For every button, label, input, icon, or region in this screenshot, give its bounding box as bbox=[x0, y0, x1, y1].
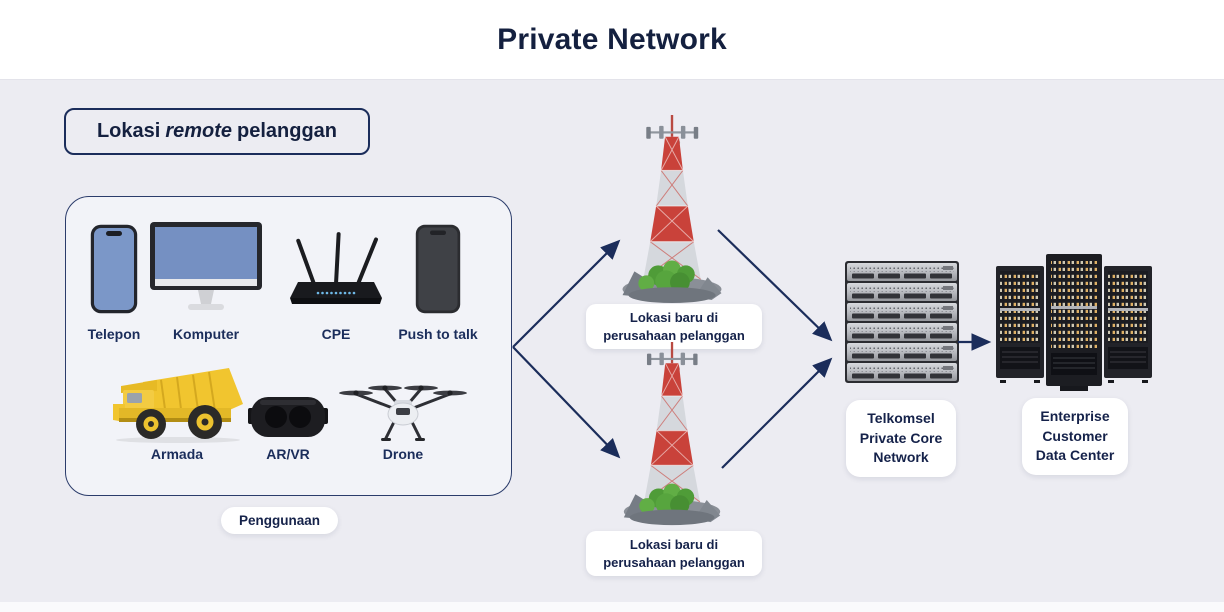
left-cabinet bbox=[996, 266, 1044, 383]
smartphone-icon bbox=[90, 224, 138, 314]
legend-suffix: pelanggan bbox=[237, 120, 338, 142]
server-rack-icon bbox=[845, 261, 959, 383]
device-label-drone: Drone bbox=[382, 446, 424, 462]
desktop-monitor-icon bbox=[150, 222, 262, 310]
device-label-arvr: AR/VR bbox=[266, 446, 310, 462]
cell-tower-icon bbox=[622, 115, 722, 304]
usage-caption-pill: Penggunaan bbox=[221, 507, 339, 534]
footer-strip bbox=[0, 602, 1224, 612]
page-title: Private Network bbox=[497, 22, 727, 56]
right-cabinet bbox=[1104, 266, 1152, 383]
center-cabinet bbox=[1046, 254, 1102, 391]
dump-truck-icon bbox=[113, 368, 243, 443]
wifi-router-icon bbox=[290, 232, 382, 304]
vr-headset-icon bbox=[248, 397, 328, 437]
device-label-push-to-talk: Push to talk bbox=[398, 326, 478, 342]
cell-tower-icon bbox=[623, 342, 721, 526]
drone-icon bbox=[339, 385, 467, 441]
device-label-komputer: Komputer bbox=[172, 326, 240, 342]
site-label-2: Lokasi baru di perusahaan pelanggan bbox=[586, 531, 762, 577]
core-network-label: Telkomsel Private Core Network bbox=[846, 400, 956, 477]
device-label-cpe: CPE bbox=[321, 326, 351, 342]
header-band: Private Network bbox=[0, 0, 1224, 80]
legend-italic: remote bbox=[165, 120, 233, 142]
ptt-phone-icon bbox=[415, 224, 461, 314]
data-center-label: Enterprise Customer Data Center bbox=[1022, 398, 1128, 475]
device-label-telepon: Telepon bbox=[87, 326, 141, 342]
remote-location-label-box: Lokasi remote pelanggan bbox=[64, 108, 370, 155]
data-center-icon bbox=[996, 254, 1152, 391]
device-label-armada: Armada bbox=[150, 446, 204, 462]
legend-prefix: Lokasi bbox=[96, 120, 161, 142]
